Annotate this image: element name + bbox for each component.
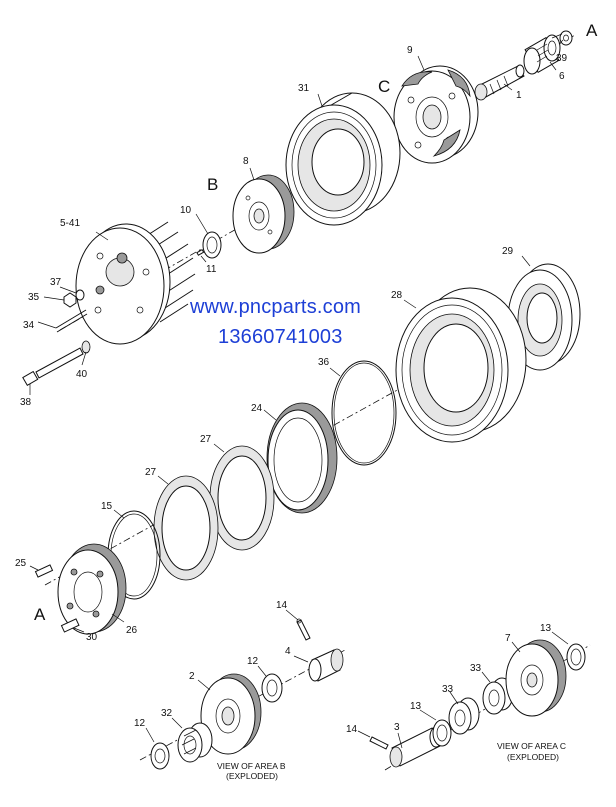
caption-area-c-line1: VIEW OF AREA C	[497, 741, 566, 751]
captions: VIEW OF AREA B (EXPLODED) VIEW OF AREA C…	[217, 741, 566, 781]
part-13-washer-c-lower	[432, 719, 452, 747]
caption-area-b-line1: VIEW OF AREA B	[217, 761, 286, 771]
callout-36: 36	[318, 357, 330, 368]
part-39-washer	[559, 30, 573, 46]
callout-27-lower: 27	[145, 467, 157, 478]
part-30-bolt	[60, 618, 80, 633]
callout-15: 15	[101, 501, 113, 512]
callout-35: 35	[28, 292, 40, 303]
part-24-friction-disc	[266, 402, 338, 514]
leader-lines	[29, 33, 569, 749]
callout-33-upper: 33	[470, 663, 482, 674]
part-25-bolt	[34, 564, 54, 578]
callout-33-lower: 33	[442, 684, 454, 695]
area-letter-c: C	[378, 77, 390, 96]
callout-13-c-upper: 13	[540, 623, 552, 634]
callout-31: 31	[298, 83, 310, 94]
callout-39: 39	[556, 53, 568, 64]
part-1-shaft	[474, 64, 525, 101]
part-8-planet-gear	[232, 174, 295, 254]
callout-27-upper: 27	[200, 434, 212, 445]
callout-labels: 39 6 1 9 31 8 10 11 5-41 37 35 34 40 38 …	[15, 45, 568, 735]
part-36-o-ring	[331, 360, 397, 466]
part-29-ring	[507, 263, 581, 371]
callout-32: 32	[161, 708, 173, 719]
callout-29: 29	[502, 246, 514, 257]
part-2-gear	[200, 673, 262, 755]
area-letter-a-bottom: A	[34, 605, 46, 624]
part-9-planet-carrier	[393, 65, 479, 164]
callout-9: 9	[407, 45, 413, 56]
part-12-washer-b-lower	[150, 742, 170, 770]
callout-25: 25	[15, 558, 27, 569]
area-letter-b: B	[207, 175, 218, 194]
part-35-nut	[63, 292, 77, 308]
callout-10: 10	[180, 205, 192, 216]
part-27-disc-upper	[209, 445, 275, 551]
part-10-washer	[202, 231, 222, 259]
callout-8: 8	[243, 156, 249, 167]
callout-38: 38	[20, 397, 32, 408]
area-letter-a-top: A	[586, 21, 598, 40]
callout-11: 11	[206, 264, 217, 275]
watermark-site: www.pncparts.com	[190, 296, 362, 318]
callout-14-c: 14	[346, 724, 358, 735]
part-13-washer-c-upper	[566, 643, 586, 671]
callout-13-c-lower: 13	[410, 701, 422, 712]
caption-area-c-line2: (EXPLODED)	[507, 752, 559, 762]
callout-37: 37	[50, 277, 62, 288]
part-6-roller-bearing	[523, 34, 561, 75]
callout-7: 7	[505, 633, 511, 644]
part-5-41-housing	[75, 221, 196, 345]
part-33-needle-bearing-lower	[448, 697, 480, 735]
part-14-pin-c	[369, 736, 389, 750]
callout-1: 1	[516, 90, 522, 101]
callout-34: 34	[23, 320, 35, 331]
callout-30: 30	[86, 632, 98, 643]
part-11-pin	[196, 248, 205, 256]
watermark-phone: 13660741003	[218, 326, 343, 348]
callout-28: 28	[391, 290, 403, 301]
callout-6: 6	[559, 71, 565, 82]
callout-12-b-upper: 12	[247, 656, 259, 667]
callout-3: 3	[394, 722, 400, 733]
callout-40: 40	[76, 369, 88, 380]
part-31-ring-drum	[285, 92, 401, 226]
part-4-sleeve	[308, 648, 344, 682]
callout-24: 24	[251, 403, 263, 414]
part-27-disc-lower	[153, 475, 219, 581]
callout-5-41: 5-41	[60, 218, 80, 229]
area-letters: A C B A	[34, 21, 598, 624]
callout-2: 2	[189, 671, 195, 682]
part-37-washer	[75, 289, 85, 301]
part-32-needle-bearing	[177, 722, 213, 763]
part-14-pin-b	[296, 618, 311, 641]
part-40-washer	[81, 340, 91, 354]
part-12-washer-b-upper	[261, 673, 283, 703]
callout-12-b-lower: 12	[134, 718, 146, 729]
callout-14-b: 14	[276, 600, 288, 611]
part-7-gear	[505, 639, 567, 717]
part-28-ring-gear	[395, 287, 527, 443]
callout-4: 4	[285, 646, 291, 657]
part-26-end-cover	[57, 543, 127, 635]
caption-area-b-line2: (EXPLODED)	[226, 771, 278, 781]
part-38-long-bolt	[22, 347, 84, 387]
part-34-bolt	[55, 309, 88, 333]
callout-26: 26	[126, 625, 138, 636]
